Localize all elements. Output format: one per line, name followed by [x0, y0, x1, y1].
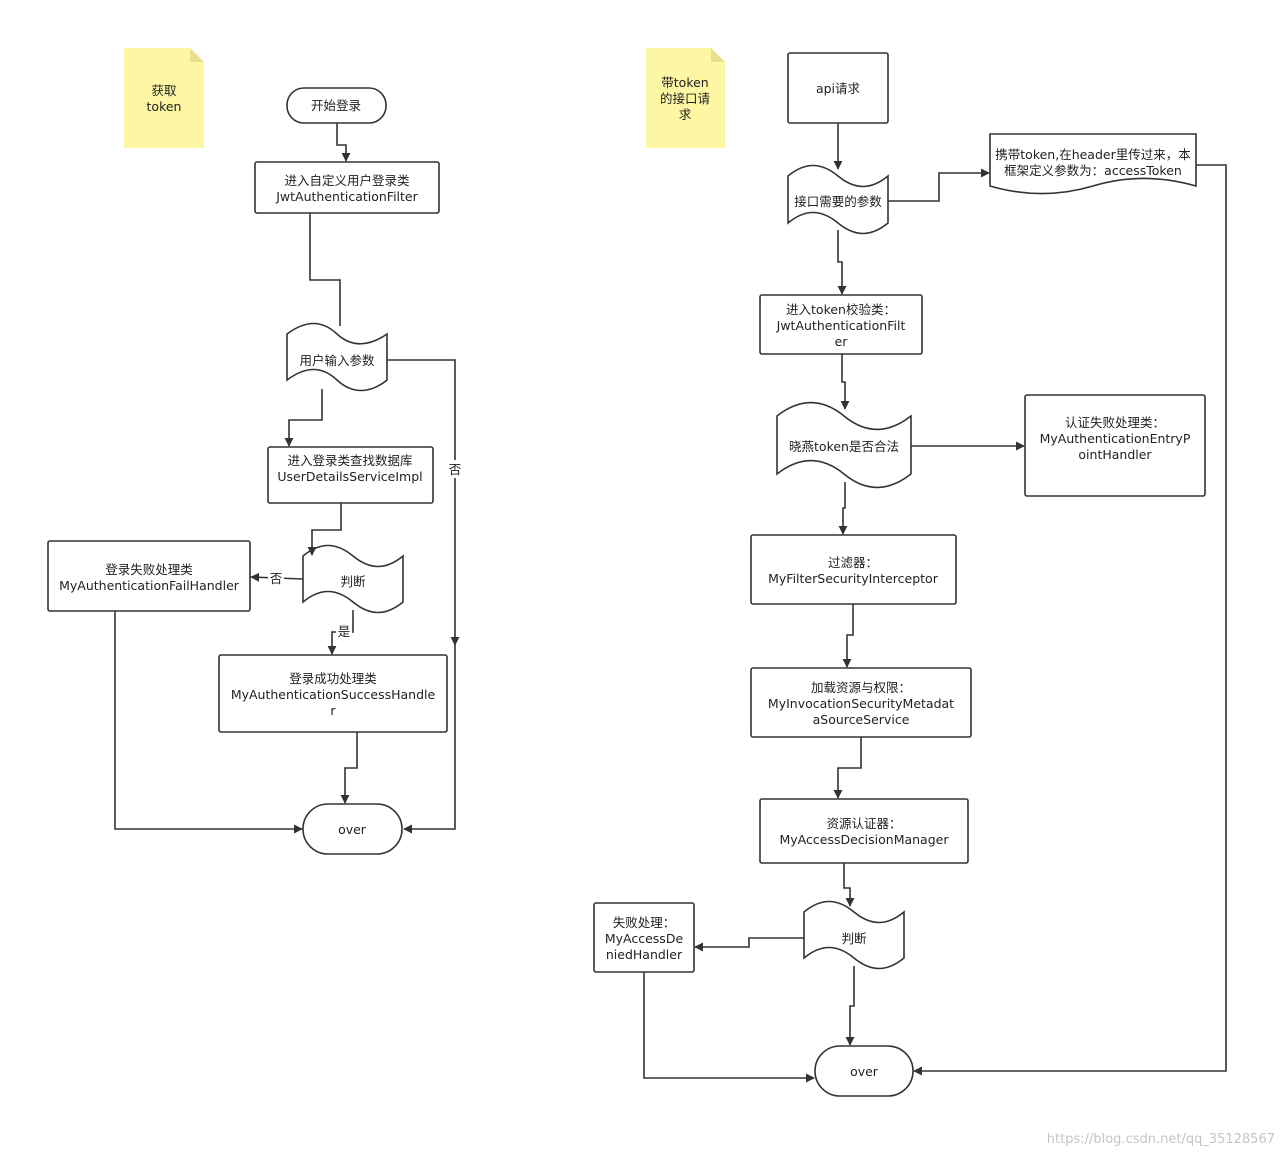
entry-point-line-2: MyAuthenticationEntryP — [1040, 431, 1191, 446]
interceptor-line-1: 过滤器： — [828, 555, 878, 570]
edge-interceptor-to-metadata — [842, 604, 854, 668]
note-get-token-line-2: token — [147, 99, 182, 114]
token-filter-node[interactable]: 进入token校验类： JwtAuthenticationFilt er — [759, 294, 923, 355]
api-request-label: api请求 — [816, 81, 861, 96]
label-no-left: 否 — [270, 571, 283, 586]
metadata-line-2: MyInvocationSecurityMetadat — [768, 696, 954, 711]
params-node[interactable]: 接口需要的参数 — [787, 164, 889, 235]
token-valid-node[interactable]: 晓燕token是否合法 — [776, 401, 912, 489]
edge-token-filter-to-valid — [840, 354, 850, 410]
edge-note-to-over — [913, 164, 1227, 1076]
edge-decision-to-over — [845, 966, 855, 1046]
fail-handler-line-2: MyAuthenticationFailHandler — [59, 578, 240, 593]
metadata-line-3: aSourceService — [813, 712, 910, 727]
edge-denied-to-over — [643, 972, 815, 1083]
edge-manager-to-decision — [843, 863, 855, 907]
token-header-note-line-1: 携带token,在header里传过来，本 — [995, 147, 1191, 162]
note-token-request-line-1: 带token — [661, 75, 708, 90]
interceptor-line-2: MyFilterSecurityInterceptor — [768, 571, 939, 586]
entry-point-line-1: 认证失败处理类： — [1065, 415, 1165, 430]
interceptor-node[interactable]: 过滤器： MyFilterSecurityInterceptor — [750, 534, 957, 605]
fail-handler-node[interactable]: 登录失败处理类 MyAuthenticationFailHandler — [47, 540, 251, 612]
edge-filter-to-input — [309, 213, 341, 326]
label-bg-no-right — [447, 460, 463, 478]
note-token-request-line-2: 的接口请 — [660, 91, 710, 106]
note-token-request-line-3: 求 — [679, 107, 692, 122]
start-login-label: 开始登录 — [311, 98, 361, 113]
token-header-note-node[interactable]: 携带token,在header里传过来，本 框架定义参数为：accessToke… — [989, 133, 1197, 195]
edge-no-to-over — [403, 640, 456, 834]
edge-input-to-details — [284, 389, 323, 447]
left-decision-node[interactable]: 判断 — [302, 544, 404, 614]
right-decision-label: 判断 — [841, 931, 866, 946]
entry-point-handler-node[interactable]: 认证失败处理类： MyAuthenticationEntryP ointHand… — [1024, 394, 1206, 497]
edge-details-to-decision — [307, 503, 342, 556]
success-handler-line-2: MyAuthenticationSuccessHandle — [231, 687, 436, 702]
token-valid-label: 晓燕token是否合法 — [789, 439, 899, 454]
params-label: 接口需要的参数 — [794, 194, 882, 209]
right-over-node[interactable]: over — [814, 1045, 914, 1097]
start-login-node[interactable]: 开始登录 — [286, 87, 387, 124]
login-filter-line-1: 进入自定义用户登录类 — [284, 173, 410, 188]
label-no-right: 否 — [449, 462, 462, 477]
user-details-node[interactable]: 进入登录类查找数据库 UserDetailsServiceImpl — [267, 446, 434, 504]
right-over-label: over — [850, 1064, 879, 1079]
label-bg-no-left — [268, 569, 284, 587]
login-filter-line-2: JwtAuthenticationFilter — [275, 189, 418, 204]
denied-handler-line-1: 失败处理： — [613, 915, 676, 930]
note-token-request: 带token 的接口请 求 — [646, 48, 725, 148]
edge-success-to-over — [340, 732, 358, 804]
user-details-line-1: 进入登录类查找数据库 — [287, 453, 412, 468]
note-get-token-line-1: 获取 — [151, 83, 177, 98]
watermark: https://blog.csdn.net/qq_35128567 — [1047, 1132, 1275, 1147]
left-over-label: over — [338, 822, 367, 837]
api-request-node[interactable]: api请求 — [787, 52, 889, 124]
token-header-note-line-2: 框架定义参数为：accessToken — [1004, 163, 1182, 178]
entry-point-line-3: ointHandler — [1078, 447, 1152, 462]
left-decision-label: 判断 — [340, 574, 365, 589]
edge-input-no-down — [387, 359, 460, 646]
edge-decision-to-denied — [694, 937, 804, 952]
left-over-node[interactable]: over — [302, 803, 403, 855]
success-handler-node[interactable]: 登录成功处理类 MyAuthenticationSuccessHandle r — [218, 654, 448, 733]
user-input-node[interactable]: 用户输入参数 — [286, 322, 388, 392]
note-get-token: 获取 token — [124, 48, 204, 148]
right-decision-node[interactable]: 判断 — [803, 900, 905, 970]
decision-manager-node[interactable]: 资源认证器： MyAccessDecisionManager — [759, 798, 969, 864]
user-input-label: 用户输入参数 — [299, 353, 375, 368]
denied-handler-node[interactable]: 失败处理： MyAccessDe niedHandler — [593, 902, 695, 973]
metadata-source-node[interactable]: 加载资源与权限： MyInvocationSecurityMetadat aSo… — [750, 667, 972, 738]
edge-metadata-to-manager — [833, 737, 862, 799]
edge-params-to-token-filter — [837, 230, 847, 295]
metadata-line-1: 加载资源与权限： — [811, 680, 911, 695]
success-handler-line-3: r — [330, 703, 336, 718]
denied-handler-line-3: niedHandler — [606, 947, 683, 962]
decision-manager-line-2: MyAccessDecisionManager — [780, 832, 950, 847]
edge-params-to-note — [888, 168, 990, 202]
login-filter-node[interactable]: 进入自定义用户登录类 JwtAuthenticationFilter — [254, 161, 440, 214]
decision-manager-line-1: 资源认证器： — [826, 816, 901, 831]
edge-fail-to-over — [114, 611, 303, 834]
label-bg-yes — [336, 623, 352, 640]
label-yes: 是 — [338, 624, 351, 639]
edge-valid-to-interceptor — [838, 482, 848, 535]
success-handler-line-1: 登录成功处理类 — [289, 671, 377, 686]
token-filter-line-1: 进入token校验类： — [786, 302, 896, 317]
denied-handler-line-2: MyAccessDe — [605, 931, 684, 946]
token-filter-line-2: JwtAuthenticationFilt — [776, 318, 906, 333]
fail-handler-line-1: 登录失败处理类 — [105, 562, 193, 577]
edge-start-to-filter — [336, 123, 351, 162]
token-filter-line-3: er — [835, 334, 849, 349]
user-details-line-2: UserDetailsServiceImpl — [277, 469, 422, 484]
